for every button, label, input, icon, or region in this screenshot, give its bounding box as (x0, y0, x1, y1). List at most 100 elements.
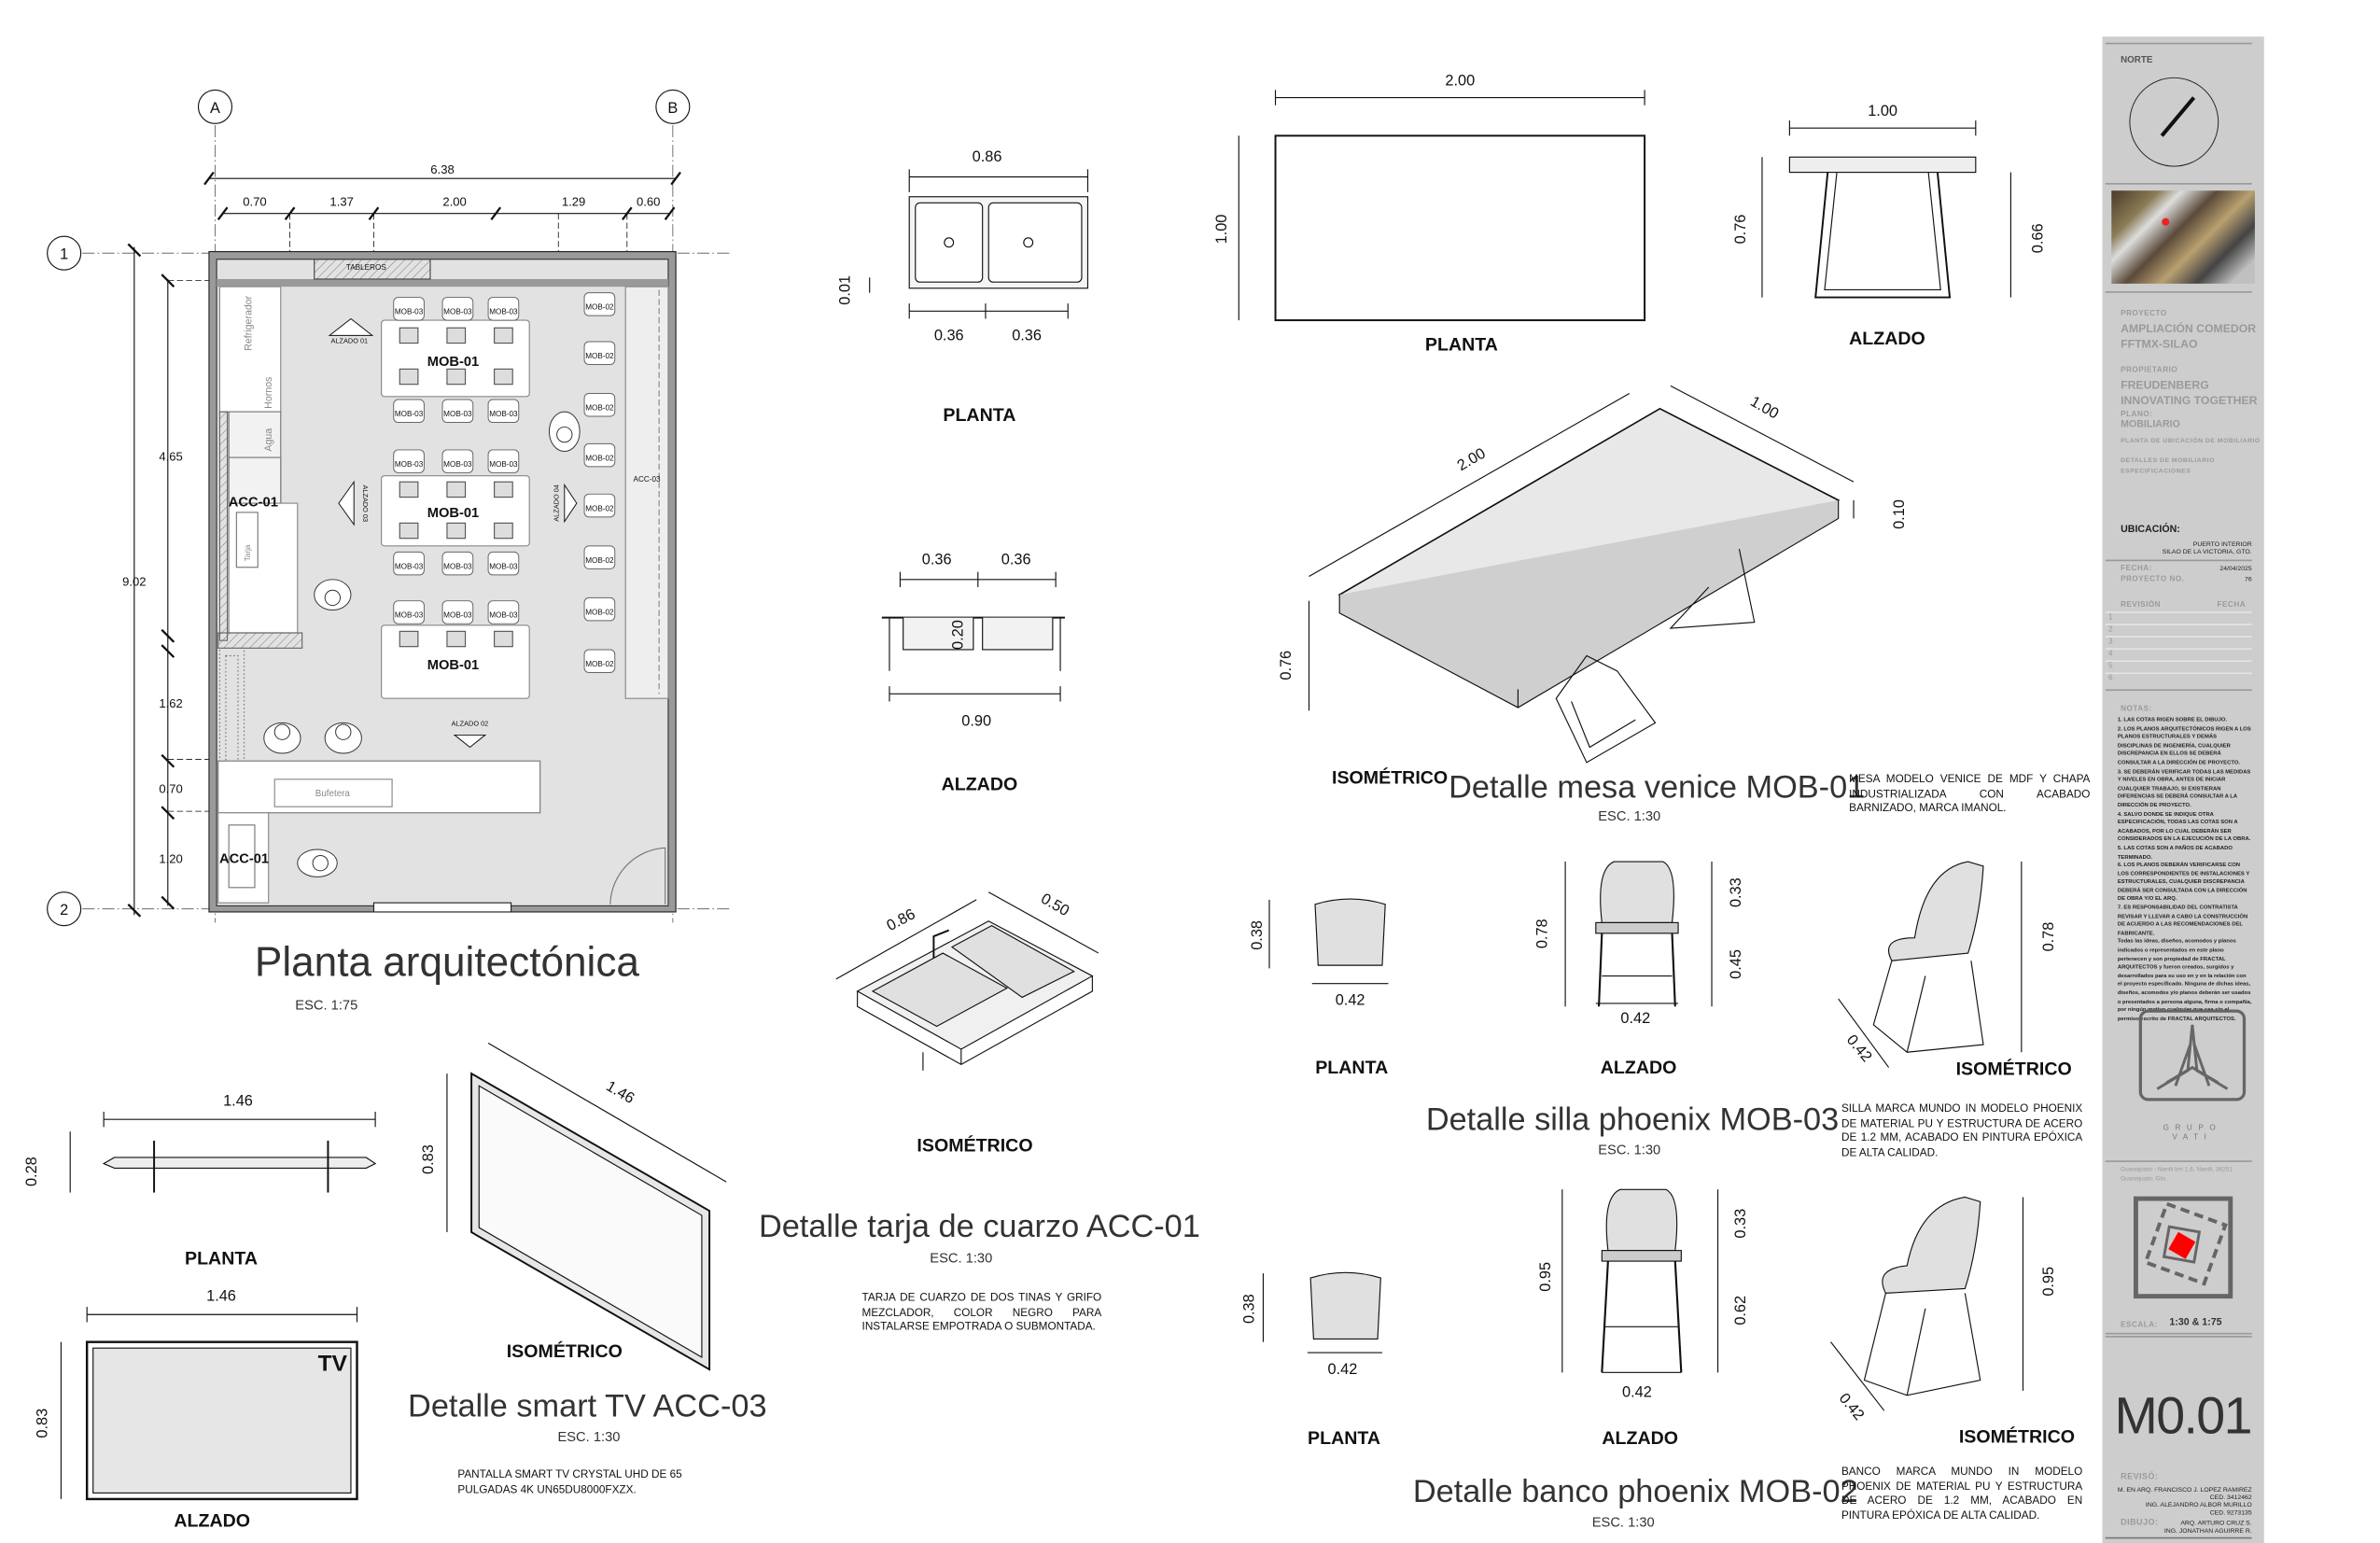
reviewer-line: ING. ALEJANDRO ALBOR MURILLO (2145, 1500, 2252, 1508)
elevation-markers (328, 317, 578, 749)
table-title: Detalle mesa venice MOB-01 (1449, 769, 1865, 805)
label-mob02: MOB-02 (585, 504, 614, 512)
dim: 2.00 (1454, 445, 1489, 474)
dim: 2.00 (1445, 72, 1475, 89)
dim: 1.46 (223, 1092, 253, 1109)
people-figures (263, 411, 581, 877)
view-label-planta: PLANTA (185, 1248, 258, 1269)
laptop-icon (494, 327, 513, 344)
label-mob03: MOB-03 (395, 611, 424, 620)
plan-sink-basin (228, 824, 256, 889)
label-mob03: MOB-03 (395, 308, 424, 316)
sink-detail (835, 169, 1099, 1071)
dim-part: 0.70 (243, 195, 266, 209)
label-mob03: MOB-03 (443, 562, 472, 570)
view-label-planta: PLANTA (1308, 1428, 1380, 1449)
dim: 0.36 (934, 327, 964, 344)
grid-label-1: 1 (60, 246, 68, 263)
stool-mob02-icon (583, 341, 616, 365)
label-mob03: MOB-03 (443, 308, 472, 316)
dim: 0.38 (1241, 1294, 1258, 1324)
reviewer-line: CED. 9273135 (2209, 1508, 2252, 1516)
stool-title: Detalle banco phoenix MOB-02 (1413, 1474, 1858, 1509)
drawn-label: DIBUJO: (2121, 1519, 2159, 1528)
dim: 1.00 (1213, 215, 1230, 245)
view-label-iso: ISOMÉTRICO (507, 1340, 623, 1362)
label-acc01: ACC-01 (219, 852, 269, 867)
tableros-hatch (314, 259, 431, 280)
reviewed-list: M. EN ARQ. FRANCISCO J. LOPEZ RAMIREZ CE… (2118, 1485, 2252, 1516)
dim: 1.00 (1747, 393, 1782, 422)
label-refrigerador: Refrigerador (244, 295, 255, 350)
dim: 0.66 (2030, 223, 2047, 253)
north-label: NORTE (2121, 56, 2153, 66)
dim: 0.33 (1732, 1209, 1749, 1239)
grid-bubble-2: 2 (47, 891, 82, 927)
grid-bubble-b: B (655, 89, 691, 124)
dim: 0.42 (1622, 1383, 1652, 1400)
laptop-icon (399, 522, 419, 540)
label-mob03: MOB-03 (489, 308, 518, 316)
stool-plan-seat (1309, 1271, 1381, 1340)
chair-description: SILLA MARCA MUNDO IN MODELO PHOENIX DE M… (1841, 1101, 2083, 1159)
scale-label: ESCALA: (2121, 1320, 2158, 1330)
revision-row: 3 (2105, 636, 2252, 647)
tv-labels: 1.46 0.28 PLANTA 1.46 0.83 ISOMÉTRICO 1.… (23, 1078, 766, 1532)
note-item: 7. ES RESPONSABILIDAD DEL CONTRATISTA RE… (2117, 904, 2248, 936)
door-swing (609, 847, 666, 905)
plan-title: Planta arquitectónica (255, 940, 640, 986)
floor-plan: A B 1 2 (47, 89, 733, 927)
revision-row: 4 (2105, 648, 2252, 659)
chair-mob03-icon (487, 600, 520, 624)
revision-date-label: FECHA (2217, 600, 2247, 610)
north-arrow-icon (2129, 77, 2219, 167)
scale-value: 1:30 & 1:75 (2169, 1317, 2222, 1328)
label-mob02: MOB-02 (585, 608, 614, 616)
view-label-iso: ISOMÉTRICO (1956, 1059, 2072, 1080)
view-label-alzado: ALZADO (1849, 329, 1925, 349)
laptop-icon (446, 522, 467, 540)
note-item: 5. LAS COTAS SON A PAÑOS DE ACABADO TERM… (2117, 844, 2233, 860)
label-mob03: MOB-03 (443, 460, 472, 469)
grid-bubble-1: 1 (47, 235, 82, 271)
planter (218, 647, 245, 817)
dim-part: 2.00 (442, 195, 466, 209)
label-bufetera: Bufetera (315, 789, 351, 799)
dim-part: 1.20 (159, 852, 182, 866)
faucet-icon (932, 929, 950, 958)
table-description: MESA MODELO VENICE DE MDF Y CHAPA INDUST… (1849, 771, 2091, 815)
laptop-icon (446, 481, 467, 498)
project-label: PROYECTO (2121, 309, 2167, 319)
table-plan (1238, 90, 1646, 322)
reviewer-line: CED. 3412462 (2209, 1493, 2252, 1501)
table-detail (1238, 90, 2011, 764)
plan-sink-acc01-top (235, 512, 259, 568)
project-no-label: PROYECTO NO. (2121, 574, 2185, 584)
view-label-alzado: ALZADO (1601, 1058, 1677, 1078)
note-item: 1. LAS COTAS RIGEN SOBRE EL DIBUJO. (2117, 716, 2228, 723)
view-label-planta: PLANTA (1425, 335, 1498, 356)
label-mob03: MOB-03 (489, 562, 518, 570)
tv-scale: ESC. 1:30 (557, 1430, 620, 1445)
dim: 0.42 (1328, 1361, 1358, 1378)
chair-mob03-icon (441, 449, 474, 473)
title-block: NORTE PROYECTO AMPLIACIÓN COMEDOR FFTMX-… (2102, 36, 2264, 1543)
label-mob01: MOB-01 (427, 658, 480, 673)
location-line: SILAO DE LA VICTORIA, GTO. (2162, 547, 2252, 555)
label-alzado-02: ALZADO 02 (452, 720, 489, 728)
sink-title: Detalle tarja de cuarzo ACC-01 (759, 1209, 1200, 1244)
label-acc03: ACC-03 (634, 475, 661, 484)
chair-mob03-icon (393, 297, 425, 321)
dim-total-height: 9.02 (122, 574, 146, 588)
label-alzado-01: ALZADO 01 (331, 337, 369, 345)
tv-isometric (446, 1042, 727, 1371)
dim: 0.42 (1336, 992, 1365, 1009)
dim-part: 1.62 (159, 696, 182, 710)
sheet-number: M0.01 (2114, 1387, 2253, 1446)
view-label-iso: ISOMÉTRICO (917, 1134, 1032, 1156)
label-mob03: MOB-03 (489, 611, 518, 620)
dim: 0.38 (1249, 920, 1266, 950)
label-mob02: MOB-02 (585, 303, 614, 312)
label-mob03: MOB-03 (443, 611, 472, 620)
sink-isometric (835, 891, 1099, 1071)
